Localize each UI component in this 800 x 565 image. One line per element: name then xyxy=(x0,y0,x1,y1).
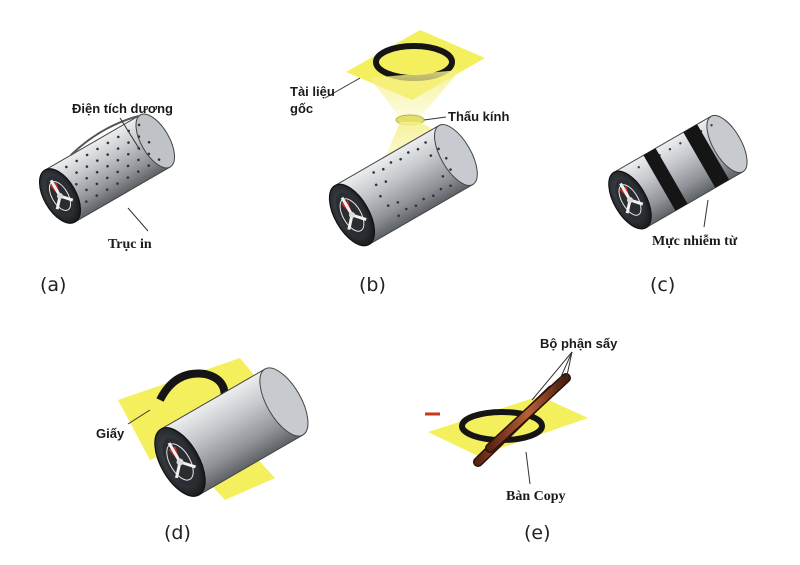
panel-tag-e: (e) xyxy=(524,522,551,544)
label-original-doc-line2: gốc xyxy=(290,101,313,116)
drum-b xyxy=(328,124,478,247)
label-lens: Thấu kính xyxy=(448,109,509,124)
label-paper: Giấy xyxy=(96,426,125,441)
magnetic-toner xyxy=(643,124,730,211)
drum-end-cap-a xyxy=(38,168,82,224)
heater-rollers xyxy=(473,373,571,467)
drum-c xyxy=(608,114,748,230)
drum-end-cap-b xyxy=(328,183,376,247)
label-heater: Bộ phận sấy xyxy=(540,336,618,351)
drum-a xyxy=(38,113,176,224)
panel-e: Bộ phận sấy Bàn Copy (e) xyxy=(425,336,618,544)
drum-end-cap-d xyxy=(154,427,206,497)
label-positive-charge: Điện tích dương xyxy=(72,101,173,116)
drum-d xyxy=(154,367,309,497)
panel-tag-d: (d) xyxy=(164,522,191,544)
panel-tag-a: (a) xyxy=(40,274,66,296)
drum-end-cap-c xyxy=(608,170,652,230)
label-magnetic-toner: Mực nhiễm từ xyxy=(652,233,738,249)
label-print-drum: Trục in xyxy=(108,237,152,252)
label-original-doc-line1: Tài liệu xyxy=(290,84,335,99)
light-beam-upper xyxy=(370,70,460,118)
panel-d: Giấy (d) xyxy=(96,358,309,544)
panel-c: Mực nhiễm từ (c) xyxy=(608,114,748,296)
positive-charge-dots xyxy=(65,123,161,203)
panel-tag-c: (c) xyxy=(650,274,675,296)
panel-a: Điện tích dương Trục in (a) xyxy=(38,101,176,296)
panel-b: Tài liệu gốc Thấu kính (b) xyxy=(290,30,509,296)
label-copy-table: Bàn Copy xyxy=(506,489,566,504)
latent-image-dots xyxy=(372,141,452,218)
panel-tag-b: (b) xyxy=(359,274,386,296)
